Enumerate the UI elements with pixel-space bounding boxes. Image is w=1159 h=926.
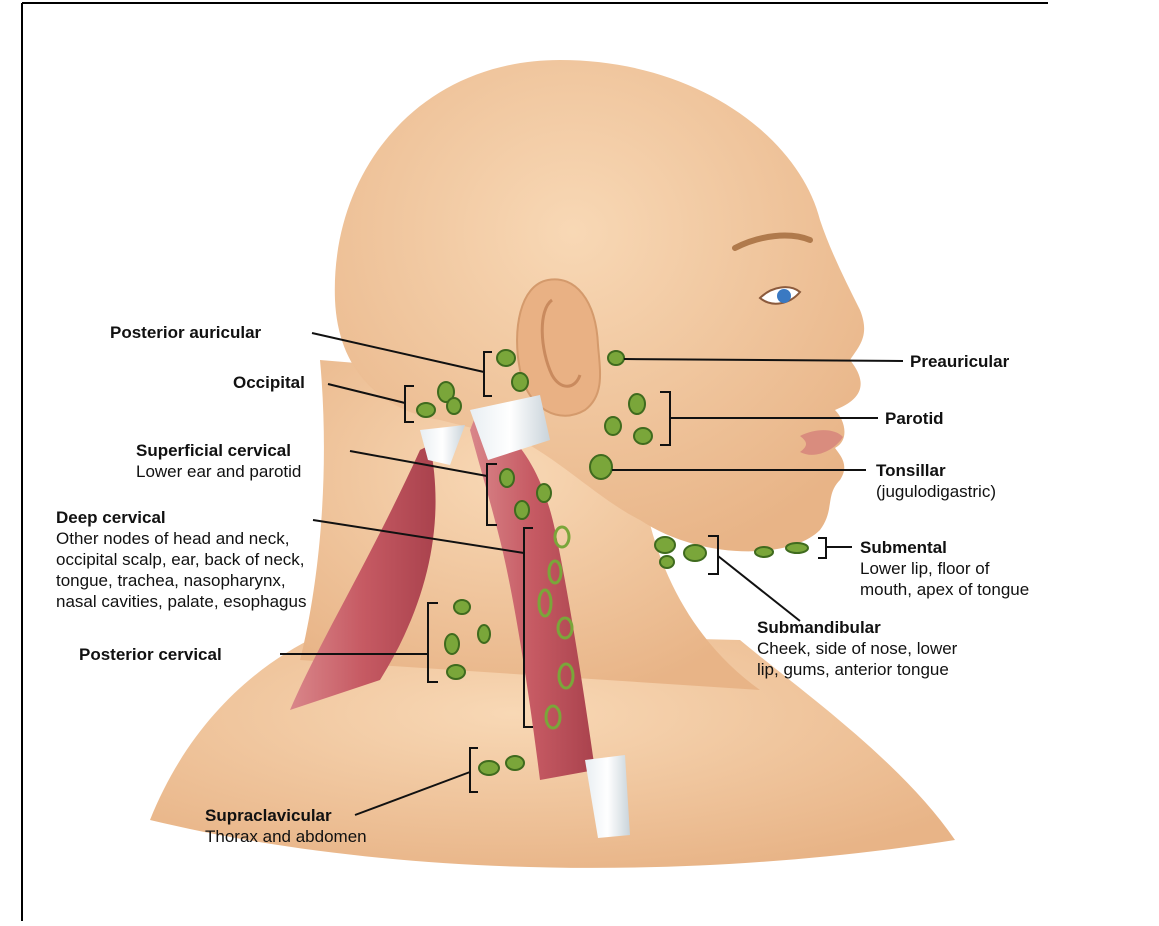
label-tonsillar-desc: (jugulodigastric) (876, 482, 996, 501)
line-superficial-cervical (349, 450, 488, 477)
iris (777, 289, 791, 303)
node-occipital-2 (416, 402, 436, 418)
label-parotid: Parotid (885, 408, 944, 429)
label-preauricular: Preauricular (910, 351, 1009, 372)
bracket-deep-cervical (523, 527, 533, 728)
bracket-posterior-auricular (483, 351, 492, 397)
label-submental-desc-1: Lower lip, floor of (860, 559, 990, 578)
label-posterior-cervical: Posterior cervical (79, 644, 222, 665)
label-parotid-title: Parotid (885, 409, 944, 428)
line-preauricular (623, 358, 904, 362)
ear (516, 278, 601, 417)
node-superficial-cervical-3 (514, 500, 530, 520)
bracket-occipital (404, 385, 414, 423)
line-submandibular (717, 555, 801, 622)
node-deep-cervical-5 (557, 662, 575, 690)
node-supraclavicular-1 (478, 760, 500, 776)
label-preauricular-title: Preauricular (910, 352, 1010, 371)
label-submandibular-title: Submandibular (757, 618, 881, 637)
node-occipital-3 (446, 397, 462, 415)
node-posterior-auricular-1 (496, 349, 516, 367)
sternocleidomastoid-upper-tendon (470, 395, 550, 460)
label-deep-cervical-desc-1: Other nodes of head and neck, (56, 529, 290, 548)
bracket-submental (818, 537, 827, 559)
label-deep-cervical-desc-2: occipital scalp, ear, back of neck, (56, 550, 305, 569)
node-posterior-cervical-1 (453, 599, 471, 615)
label-deep-cervical: Deep cervical Other nodes of head and ne… (56, 507, 306, 612)
label-superficial-cervical-desc: Lower ear and parotid (136, 462, 302, 481)
label-deep-cervical-desc-3: tongue, trachea, nasopharynx, (56, 571, 286, 590)
label-submandibular-desc-1: Cheek, side of nose, lower (757, 639, 958, 658)
node-parotid-2 (604, 416, 622, 436)
label-deep-cervical-desc-4: nasal cavities, palate, esophagus (56, 592, 307, 611)
label-posterior-cervical-title: Posterior cervical (79, 645, 222, 664)
label-supraclavicular-title: Supraclavicular (205, 806, 332, 825)
leader-lines (280, 332, 904, 816)
label-submandibular-desc-2: lip, gums, anterior tongue (757, 660, 949, 679)
head (334, 60, 865, 552)
node-submandibular-3 (659, 555, 675, 569)
bracket-submandibular (708, 535, 719, 575)
label-posterior-auricular: Posterior auricular (110, 322, 261, 343)
node-deep-cervical-2 (547, 559, 563, 585)
label-superficial-cervical: Superficial cervical Lower ear and parot… (136, 440, 301, 482)
node-deep-cervical-6 (544, 704, 562, 730)
label-submental-desc-2: mouth, apex of tongue (860, 580, 1030, 599)
label-posterior-auricular-title: Posterior auricular (110, 323, 262, 342)
label-occipital: Occipital (233, 372, 305, 393)
lips (800, 430, 843, 455)
sternocleidomastoid-lower-tendon (585, 755, 630, 838)
label-supraclavicular: Supraclavicular Thorax and abdomen (205, 805, 367, 847)
node-parotid-3 (633, 427, 653, 445)
label-deep-cervical-title: Deep cervical (56, 508, 166, 527)
label-superficial-cervical-title: Superficial cervical (136, 441, 291, 460)
line-supraclavicular (354, 771, 471, 816)
deep-cervical-nodes (537, 525, 575, 730)
label-submental: Submental Lower lip, floor of mouth, ape… (860, 537, 1029, 600)
bracket-superficial-cervical (486, 463, 497, 526)
node-deep-cervical-1 (553, 525, 571, 549)
eyebrow (732, 232, 813, 251)
trapezius-tendon (420, 425, 465, 465)
node-occipital-1 (437, 381, 455, 403)
node-submental-2 (785, 542, 809, 554)
node-parotid-1 (628, 393, 646, 415)
node-tonsillar (589, 454, 613, 480)
lymph-nodes (416, 349, 809, 776)
ear-inner (540, 298, 582, 388)
line-occipital (327, 383, 406, 404)
label-occipital-title: Occipital (233, 373, 305, 392)
label-tonsillar-title: Tonsillar (876, 461, 946, 480)
node-posterior-cervical-2 (444, 633, 460, 655)
node-posterior-cervical-4 (446, 664, 466, 680)
node-supraclavicular-2 (505, 755, 525, 771)
label-submental-title: Submental (860, 538, 947, 557)
label-tonsillar: Tonsillar (jugulodigastric) (876, 460, 996, 502)
line-deep-cervical (312, 519, 525, 554)
node-superficial-cervical-2 (536, 483, 552, 503)
line-posterior-auricular (311, 332, 485, 373)
node-deep-cervical-4 (556, 616, 574, 640)
trapezius-muscle (290, 445, 436, 710)
node-submental-1 (754, 546, 774, 558)
label-supraclavicular-desc: Thorax and abdomen (205, 827, 367, 846)
node-submandibular-2 (683, 544, 707, 562)
node-submandibular-1 (654, 536, 676, 554)
node-preauricular (607, 350, 625, 366)
node-posterior-auricular-2 (511, 372, 529, 392)
bracket-supraclavicular (469, 747, 478, 793)
bracket-posterior-cervical (427, 602, 438, 683)
label-submandibular: Submandibular Cheek, side of nose, lower… (757, 617, 957, 680)
node-posterior-cervical-3 (477, 624, 491, 644)
node-deep-cervical-3 (537, 588, 553, 618)
node-superficial-cervical-1 (499, 468, 515, 488)
